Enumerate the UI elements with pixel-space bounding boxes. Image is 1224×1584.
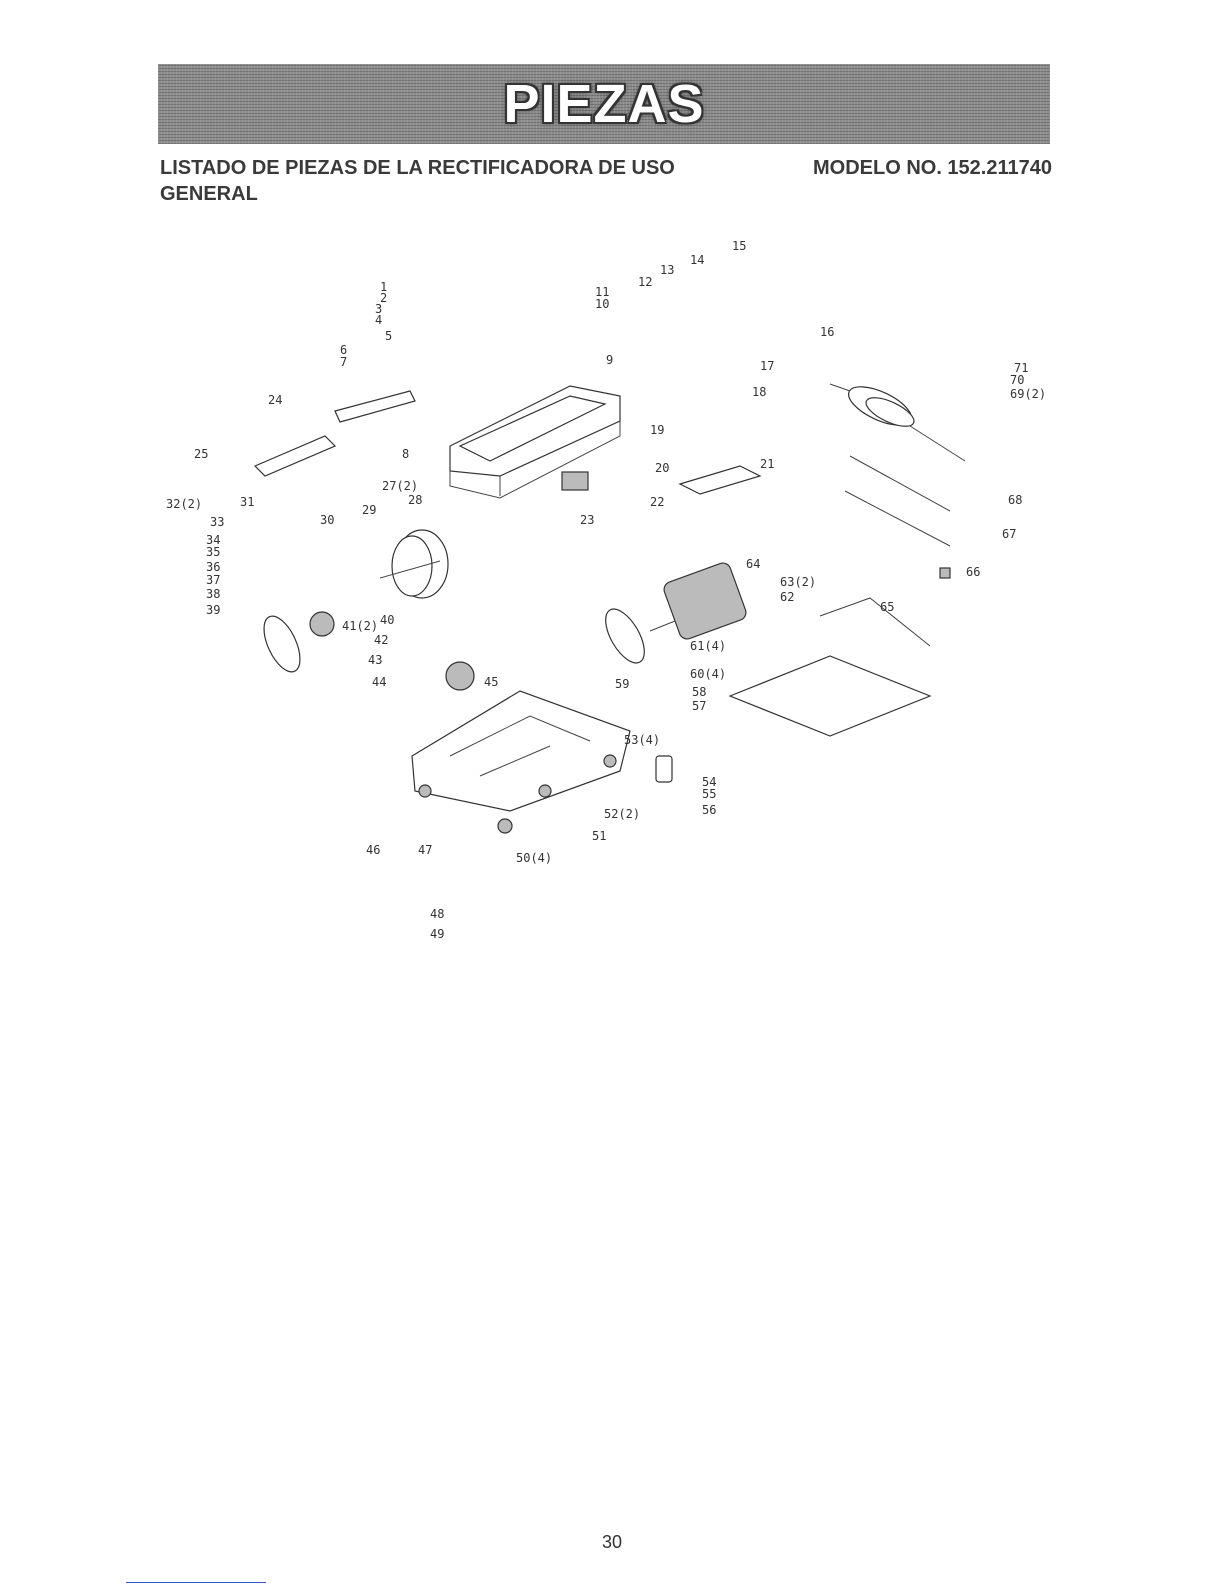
callout-272: 27(2) bbox=[382, 479, 418, 493]
callout-18: 18 bbox=[752, 385, 766, 399]
callout-45: 45 bbox=[484, 675, 498, 689]
table-plate bbox=[728, 597, 932, 737]
callout-28: 28 bbox=[408, 493, 422, 507]
base bbox=[411, 690, 631, 834]
callout-40: 40 bbox=[380, 613, 394, 627]
callout-71: 71 bbox=[1014, 361, 1028, 375]
callout-68: 68 bbox=[1008, 493, 1022, 507]
callout-5: 5 bbox=[385, 329, 392, 343]
callout-34: 34 bbox=[206, 533, 220, 547]
callout-46: 46 bbox=[366, 843, 380, 857]
callout-534: 53(4) bbox=[624, 733, 660, 747]
callout-20: 20 bbox=[655, 461, 669, 475]
callout-412: 41(2) bbox=[342, 619, 378, 633]
callout-2: 2 bbox=[380, 291, 387, 305]
motor bbox=[649, 562, 747, 640]
callout-64: 64 bbox=[746, 557, 760, 571]
callout-59: 59 bbox=[615, 677, 629, 691]
callout-604: 60(4) bbox=[690, 667, 726, 681]
callout-33: 33 bbox=[210, 515, 224, 529]
rod-68 bbox=[849, 455, 951, 512]
callout-51: 51 bbox=[592, 829, 606, 843]
callout-56: 56 bbox=[702, 803, 716, 817]
pulley-left bbox=[309, 611, 335, 637]
callout-322: 32(2) bbox=[166, 497, 202, 511]
callout-31: 31 bbox=[240, 495, 254, 509]
callout-13: 13 bbox=[660, 263, 674, 277]
callout-36: 36 bbox=[206, 560, 220, 574]
callout-25: 25 bbox=[194, 447, 208, 461]
callout-7: 7 bbox=[340, 355, 347, 369]
callout-23: 23 bbox=[580, 513, 594, 527]
grinding-wheel bbox=[379, 529, 449, 599]
callout-57: 57 bbox=[692, 699, 706, 713]
callout-39: 39 bbox=[206, 603, 220, 617]
callout-10: 10 bbox=[595, 297, 609, 311]
callout-47: 47 bbox=[418, 843, 432, 857]
callout-54: 54 bbox=[702, 775, 716, 789]
callout-522: 52(2) bbox=[604, 807, 640, 821]
model-number: MODELO NO. 152.211740 bbox=[812, 157, 1052, 179]
power-cord bbox=[829, 383, 966, 462]
banner-title: PIEZAS bbox=[503, 74, 705, 134]
callout-3: 3 bbox=[375, 302, 382, 316]
callout-1: 1 bbox=[380, 280, 387, 294]
parts-list-title: LISTADO DE PIEZAS DE LA RECTIFICADORA DE… bbox=[160, 157, 675, 205]
callout-614: 61(4) bbox=[690, 639, 726, 653]
callout-38: 38 bbox=[206, 587, 220, 601]
callout-12: 12 bbox=[638, 275, 652, 289]
callout-504: 50(4) bbox=[516, 851, 552, 865]
callout-6: 6 bbox=[340, 343, 347, 357]
callout-692: 69(2) bbox=[1010, 387, 1046, 401]
footer-rule bbox=[126, 1582, 266, 1583]
callout-21: 21 bbox=[760, 457, 774, 471]
callout-8: 8 bbox=[402, 447, 409, 461]
callout-48: 48 bbox=[430, 907, 444, 921]
callout-62: 62 bbox=[780, 590, 794, 604]
callout-24: 24 bbox=[268, 393, 282, 407]
callout-37: 37 bbox=[206, 573, 220, 587]
upper-housing bbox=[449, 385, 621, 499]
callout-14: 14 bbox=[690, 253, 704, 267]
callout-67: 67 bbox=[1002, 527, 1016, 541]
nut-66 bbox=[939, 567, 951, 579]
callout-16: 16 bbox=[820, 325, 834, 339]
callout-43: 43 bbox=[368, 653, 382, 667]
callout-29: 29 bbox=[362, 503, 376, 517]
callout-30: 30 bbox=[320, 513, 334, 527]
callout-15: 15 bbox=[732, 239, 746, 253]
callout-632: 63(2) bbox=[780, 575, 816, 589]
callout-9: 9 bbox=[606, 353, 613, 367]
callout-66: 66 bbox=[966, 565, 980, 579]
callout-58: 58 bbox=[692, 685, 706, 699]
belt-right bbox=[605, 608, 645, 664]
callout-22: 22 bbox=[650, 495, 664, 509]
rod-67 bbox=[844, 490, 951, 547]
callout-11: 11 bbox=[595, 285, 609, 299]
page-number: 30 bbox=[601, 1532, 623, 1552]
callout-19: 19 bbox=[650, 423, 664, 437]
section-banner: PIEZAS bbox=[158, 64, 1050, 144]
callout-44: 44 bbox=[372, 675, 386, 689]
callout-4: 4 bbox=[375, 313, 382, 327]
pulley-center bbox=[445, 661, 475, 691]
callout-65: 65 bbox=[880, 600, 894, 614]
belt-left bbox=[263, 615, 301, 673]
switch-box bbox=[561, 471, 589, 491]
callout-35: 35 bbox=[206, 545, 220, 559]
label-sheets bbox=[253, 390, 762, 495]
callout-17: 17 bbox=[760, 359, 774, 373]
callout-42: 42 bbox=[374, 633, 388, 647]
callout-55: 55 bbox=[702, 787, 716, 801]
callout-70: 70 bbox=[1010, 373, 1024, 387]
capacitor bbox=[655, 755, 673, 783]
callout-49: 49 bbox=[430, 927, 444, 941]
